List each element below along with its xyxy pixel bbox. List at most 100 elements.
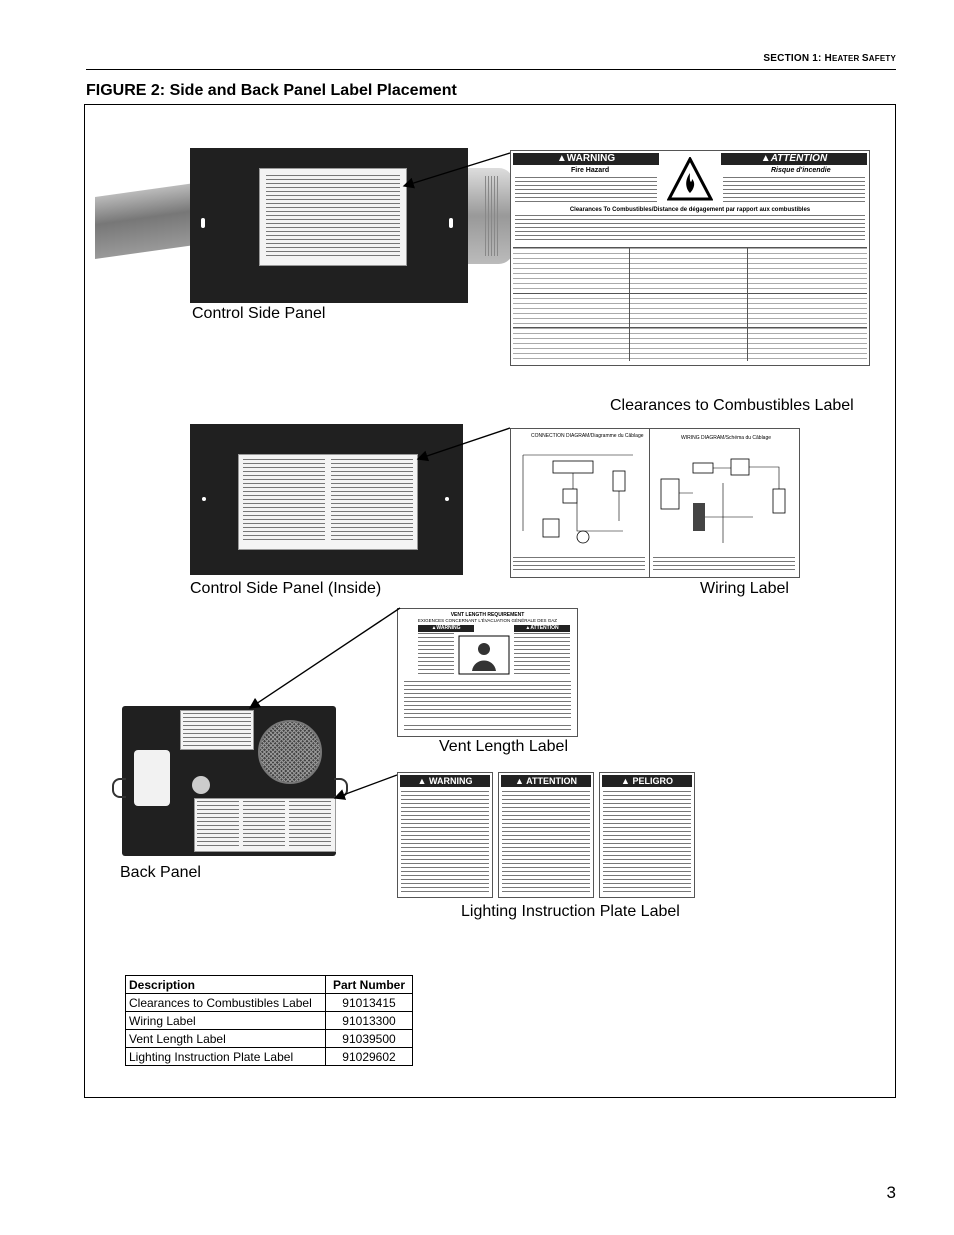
parts-table: Description Part Number Clearances to Co…	[125, 975, 413, 1066]
clearances-grid-hdivider-1	[513, 293, 867, 294]
cylinder-ribs	[485, 176, 499, 256]
lighting-panel-peligro: ▲ PELIGRO	[599, 772, 695, 898]
row-description: Clearances to Combustibles Label	[125, 993, 326, 1012]
mini-lighting-lines-3	[289, 801, 331, 849]
wiring-left-title: CONNECTION DIAGRAM/Diagramme du Câblage	[531, 433, 644, 439]
section-h: H	[824, 53, 832, 64]
arrow-wiring	[416, 427, 511, 462]
row-description: Vent Length Label	[125, 1029, 326, 1048]
vent-attention-banner: ▲ATTENTION	[514, 625, 570, 632]
section-header: SECTION 1: HEATER SAFETY	[763, 53, 896, 64]
vent-body-text	[404, 681, 571, 721]
caption-control-side-inside: Control Side Panel (Inside)	[190, 580, 382, 597]
back-panel-illustration	[112, 706, 348, 856]
wiring-footer-text-left	[513, 557, 645, 573]
arrow-vent	[248, 607, 401, 709]
table-row: Clearances to Combustibles Label 9101341…	[125, 993, 413, 1012]
clearances-grid-hdivider-2	[513, 327, 867, 328]
back-panel-fan-grille	[258, 720, 322, 784]
lighting-panel-attention: ▲ ATTENTION	[498, 772, 594, 898]
wiring-right-title: WIRING DIAGRAM/Schéma du Câblage	[681, 435, 772, 441]
connection-diagram	[522, 454, 633, 544]
row-part-number: 91039500	[325, 1029, 413, 1048]
row-part-number: 91029602	[325, 1047, 413, 1066]
table-row: Lighting Instruction Plate Label 9102960…	[125, 1047, 413, 1066]
caption-vent-length-label: Vent Length Label	[439, 738, 569, 755]
section-afety: AFETY	[868, 54, 896, 63]
col-header-part-number: Part Number	[325, 975, 413, 994]
lighting-peligro-banner: ▲ PELIGRO	[602, 775, 692, 787]
clearances-label-mini	[259, 168, 407, 266]
lighting-instruction-label: ▲ WARNING ▲ ATTENTION ▲ PELIGRO	[397, 772, 696, 898]
section-s: S	[861, 53, 869, 64]
arrow-lighting	[333, 774, 398, 800]
mini-text-lines	[266, 175, 400, 259]
mini-wiring-lines	[243, 459, 325, 543]
vent-label-mini	[180, 710, 254, 750]
lighting-attention-banner: ▲ ATTENTION	[501, 775, 591, 787]
fire-hazard-icon	[667, 157, 713, 201]
vent-footer-text	[404, 725, 571, 733]
vent-warning-text	[418, 633, 454, 677]
clearances-table-title: Clearances To Combustibles/Distance de d…	[569, 207, 811, 213]
wiring-footer-text-right	[653, 557, 795, 573]
section-prefix: SECTION 1:	[763, 53, 825, 64]
table-row: Wiring Label 91013300	[125, 1011, 413, 1030]
caption-control-side-panel: Control Side Panel	[192, 305, 326, 322]
clearances-notes	[515, 215, 865, 243]
clearances-attention-banner: ▲ATTENTION	[721, 153, 867, 165]
lighting-panel-warning: ▲ WARNING	[397, 772, 493, 898]
lighting-peligro-text	[603, 791, 691, 893]
header-rule	[86, 69, 896, 70]
mini-lighting-lines-1	[197, 801, 239, 849]
panel-screw-left	[201, 218, 205, 228]
back-panel-bracket-left	[112, 778, 126, 798]
vent-hazard-icon	[458, 635, 510, 675]
wiring-label: CONNECTION DIAGRAM/Diagramme du Câblage …	[510, 428, 800, 578]
wiring-label-mini	[238, 454, 418, 550]
parts-table-header-row: Description Part Number	[125, 975, 413, 994]
warning-text-fr	[723, 177, 865, 205]
vent-attention-text	[514, 633, 570, 677]
wiring-diagram	[660, 458, 786, 543]
back-panel-window	[134, 750, 170, 806]
caption-wiring-label: Wiring Label	[700, 580, 789, 597]
arrow-clearances	[402, 152, 511, 189]
mini-lighting-lines-2	[243, 801, 285, 849]
figure-frame	[84, 104, 896, 1098]
row-description: Lighting Instruction Plate Label	[125, 1047, 326, 1066]
back-panel-knob	[192, 776, 210, 794]
row-description: Wiring Label	[125, 1011, 326, 1030]
col-header-description: Description	[125, 975, 326, 994]
vent-length-label: VENT LENGTH REQUIREMENT EXIGENCES CONCER…	[397, 608, 578, 737]
wiring-center-divider	[649, 429, 650, 577]
table-row: Vent Length Label 91039500	[125, 1029, 413, 1048]
caption-clearances-label: Clearances to Combustibles Label	[610, 397, 854, 414]
vent-title-fr: EXIGENCES CONCERNANT L'ÉVACUATION GÉNÉRA…	[417, 618, 558, 623]
clearances-grid-divider-2	[747, 247, 748, 361]
caption-back-panel: Back Panel	[120, 864, 201, 881]
control-side-panel-illustration	[95, 148, 515, 303]
control-side-panel-inside	[190, 424, 463, 575]
clearances-label: ▲WARNING ▲ATTENTION Fire Hazard Risque d…	[510, 150, 870, 366]
warning-text-en	[515, 177, 657, 205]
inside-screw-left	[202, 497, 206, 501]
inside-screw-right	[445, 497, 449, 501]
lighting-warning-banner: ▲ WARNING	[400, 775, 490, 787]
row-part-number: 91013415	[325, 993, 413, 1012]
lighting-warning-text	[401, 791, 489, 893]
fire-hazard-heading: Fire Hazard	[571, 167, 610, 174]
fire-hazard-heading-fr: Risque d'incendie	[771, 167, 831, 174]
lighting-attention-text	[502, 791, 590, 893]
clearances-warning-banner: ▲WARNING	[513, 153, 659, 165]
section-eater: EATER	[831, 54, 862, 63]
caption-lighting-label: Lighting Instruction Plate Label	[461, 903, 680, 920]
mini-wiring-lines-2	[331, 459, 413, 543]
clearances-grid-divider-1	[629, 247, 630, 361]
panel-screw-right	[449, 218, 453, 228]
row-part-number: 91013300	[325, 1011, 413, 1030]
clearances-grid	[513, 247, 867, 362]
vent-title: VENT LENGTH REQUIREMENT	[450, 612, 525, 618]
page-number: 3	[886, 1183, 896, 1202]
